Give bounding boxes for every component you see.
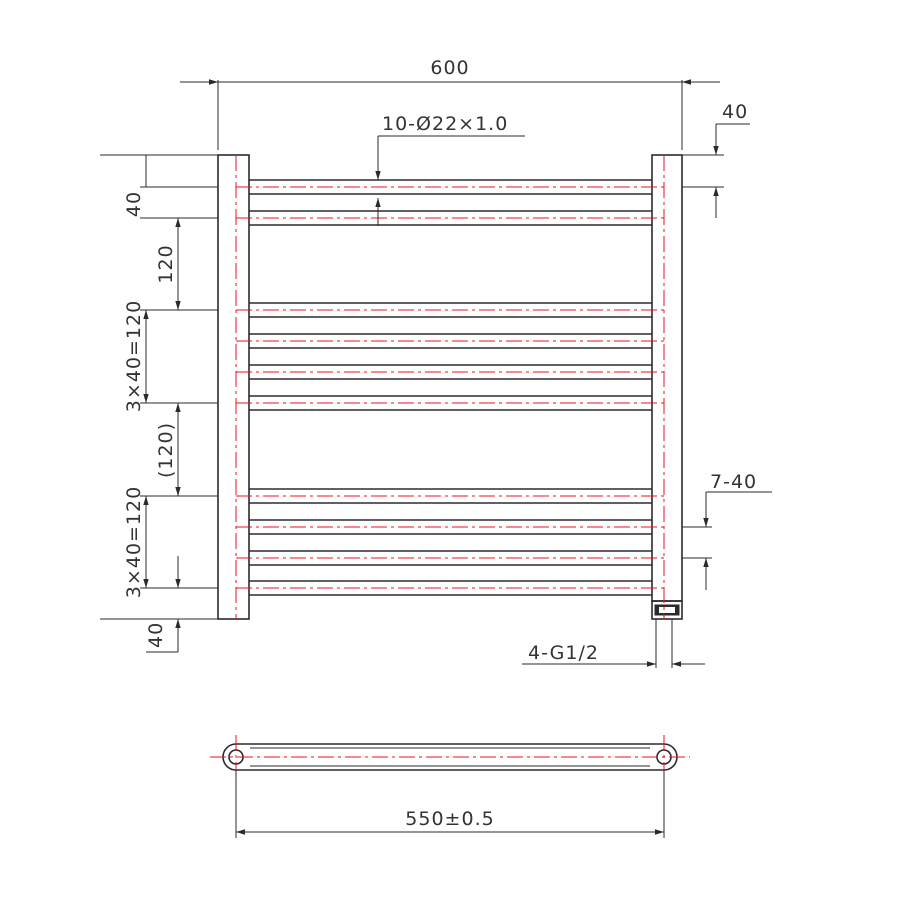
gap-upper-label: 120 (155, 244, 177, 283)
overall-width-label: 600 (430, 57, 469, 79)
top-view (210, 735, 690, 780)
dimension-bottom-offset: 40 (145, 556, 181, 653)
bottom-offset-label: 40 (145, 622, 167, 648)
dimension-top-offset-right: 40 (682, 101, 750, 218)
horizontal-tube (236, 333, 664, 349)
dimension-overall-width: 600 (180, 57, 720, 150)
bottom-connector-right (651, 600, 683, 620)
dimension-gap-middle: (120) (155, 403, 181, 496)
horizontal-tubes (236, 179, 664, 596)
top-offset-left-label: 40 (123, 191, 145, 217)
dimension-group-upper: 3×40=120 (123, 300, 149, 412)
top-offset-right-label: 40 (722, 101, 748, 123)
dimension-tube-spec: 10-Ø22×1.0 (375, 113, 525, 226)
dimension-connections: 4-G1/2 (522, 619, 705, 668)
dimension-gap-upper: 120 (155, 218, 181, 310)
horizontal-tube (236, 179, 664, 195)
horizontal-tube (236, 395, 664, 411)
horizontal-tube (236, 488, 664, 504)
group-lower-label: 3×40=120 (123, 486, 145, 598)
horizontal-tube (236, 519, 664, 535)
right-collector (651, 154, 683, 602)
tube-spec-label: 10-Ø22×1.0 (382, 113, 508, 135)
connections-label: 4-G1/2 (528, 642, 599, 664)
horizontal-tube (236, 364, 664, 380)
horizontal-tube (236, 550, 664, 566)
horizontal-tube (236, 210, 664, 226)
horizontal-tube (236, 302, 664, 318)
dimension-group-lower: 3×40=120 (123, 486, 149, 598)
front-view (217, 154, 683, 620)
dimension-lower-pitch: 7-40 (682, 471, 772, 590)
dimension-centre-distance: 550±0.5 (235, 770, 665, 838)
dimension-top-offset-left: 40 (123, 155, 147, 217)
lower-pitch-label: 7-40 (710, 471, 757, 493)
left-dimension-extension-lines (100, 154, 218, 620)
gap-middle-label: (120) (155, 422, 177, 478)
horizontal-tube (236, 580, 664, 596)
left-collector (217, 154, 250, 620)
centre-distance-label: 550±0.5 (405, 808, 494, 830)
group-upper-label: 3×40=120 (123, 300, 145, 412)
